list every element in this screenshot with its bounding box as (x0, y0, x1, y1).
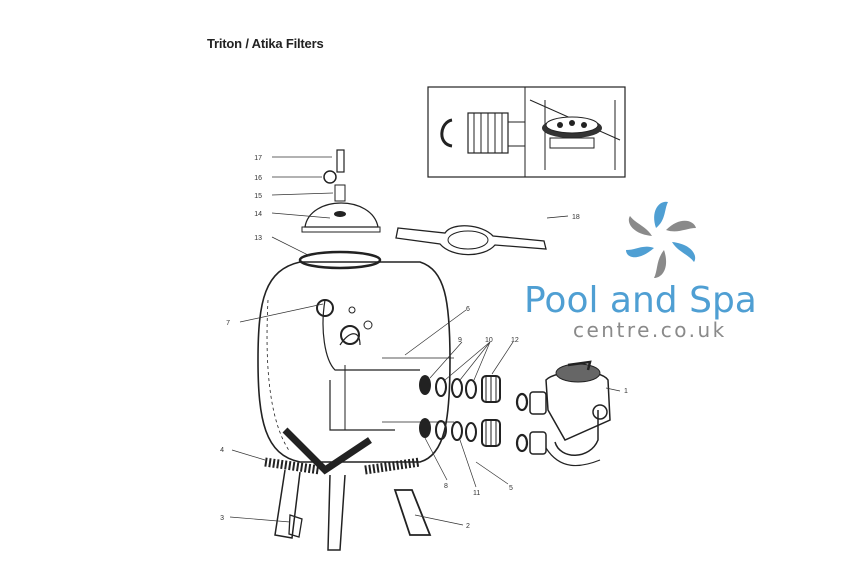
pool-and-spa-logo-mark (626, 201, 696, 278)
page-title: Triton / Atika Filters (207, 36, 324, 51)
part-label-10: 10 (485, 337, 493, 344)
part-label-14: 14 (254, 211, 262, 218)
part-label-2: 2 (466, 523, 470, 530)
support-plate (395, 215, 569, 256)
part-label-3: 3 (220, 515, 224, 522)
part-label-18: 18 (572, 214, 580, 221)
part-label-6: 6 (466, 306, 470, 313)
leader-lines (229, 156, 621, 526)
logo-sub-text: centre.co.uk (573, 318, 727, 342)
part-label-5: 5 (509, 485, 513, 492)
part-label-16: 16 (254, 175, 262, 182)
filter-tank (257, 149, 454, 551)
lower-union-set (419, 418, 501, 447)
detail-inset (427, 86, 626, 178)
part-label-13: 13 (254, 235, 262, 242)
part-label-7: 7 (226, 320, 230, 327)
part-label-12: 12 (511, 337, 519, 344)
part-label-1: 1 (624, 388, 628, 395)
part-label-15: 15 (254, 193, 262, 200)
multiport-valve (515, 360, 611, 467)
part-label-11: 11 (473, 490, 480, 497)
part-label-8: 8 (444, 483, 448, 490)
logo-main-text: Pool and Spa (524, 280, 757, 321)
part-label-17: 17 (254, 155, 262, 162)
part-label-4: 4 (220, 447, 224, 454)
part-label-9: 9 (458, 337, 462, 344)
upper-union-set (419, 375, 501, 403)
